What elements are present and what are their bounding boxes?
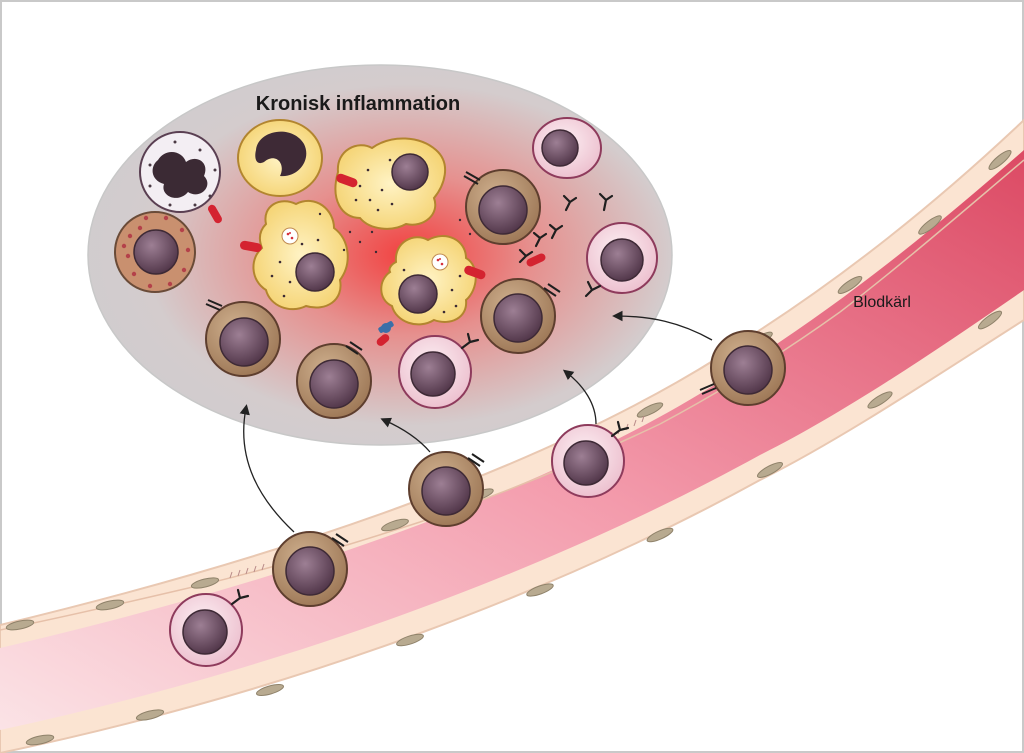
monocyte-cell [237,119,323,197]
cytokines [208,173,546,346]
antibodies [518,192,614,298]
vessel-lumen [0,150,1024,730]
receptor-marks [205,171,561,355]
plasma-cell [398,335,472,409]
lymphocyte-cell [465,169,541,245]
inflammation-label: Kronisk inflammation [256,93,460,115]
macrophage-cell [334,137,447,230]
plasma-cell [551,424,625,498]
plasma-antibodies [460,332,480,350]
eosinophil-cell [114,211,196,293]
neutrophil-cell [139,131,221,213]
macrophage-cell [252,199,349,311]
vessel-antibodies [230,420,630,606]
endothelial-nuclei-lower [25,310,1003,746]
lymphocyte-cell [408,451,484,527]
lymphocyte-cell [480,278,556,354]
vessel-receptor-marks [331,383,717,547]
plasma-cell [169,593,243,667]
receptor-binding [378,321,394,333]
plasma-cell [532,117,602,179]
macrophage-cell [380,235,477,326]
blood-vessel [0,118,1024,753]
migration-arrows [239,310,713,533]
lymphocyte-cell [296,343,372,419]
lymphocyte-cell [205,301,281,377]
plasma-cell [586,222,658,294]
vessel-label: Blodkärl [853,294,911,311]
lymphocyte-cell [272,531,348,607]
lymphocyte-cell [710,330,786,406]
